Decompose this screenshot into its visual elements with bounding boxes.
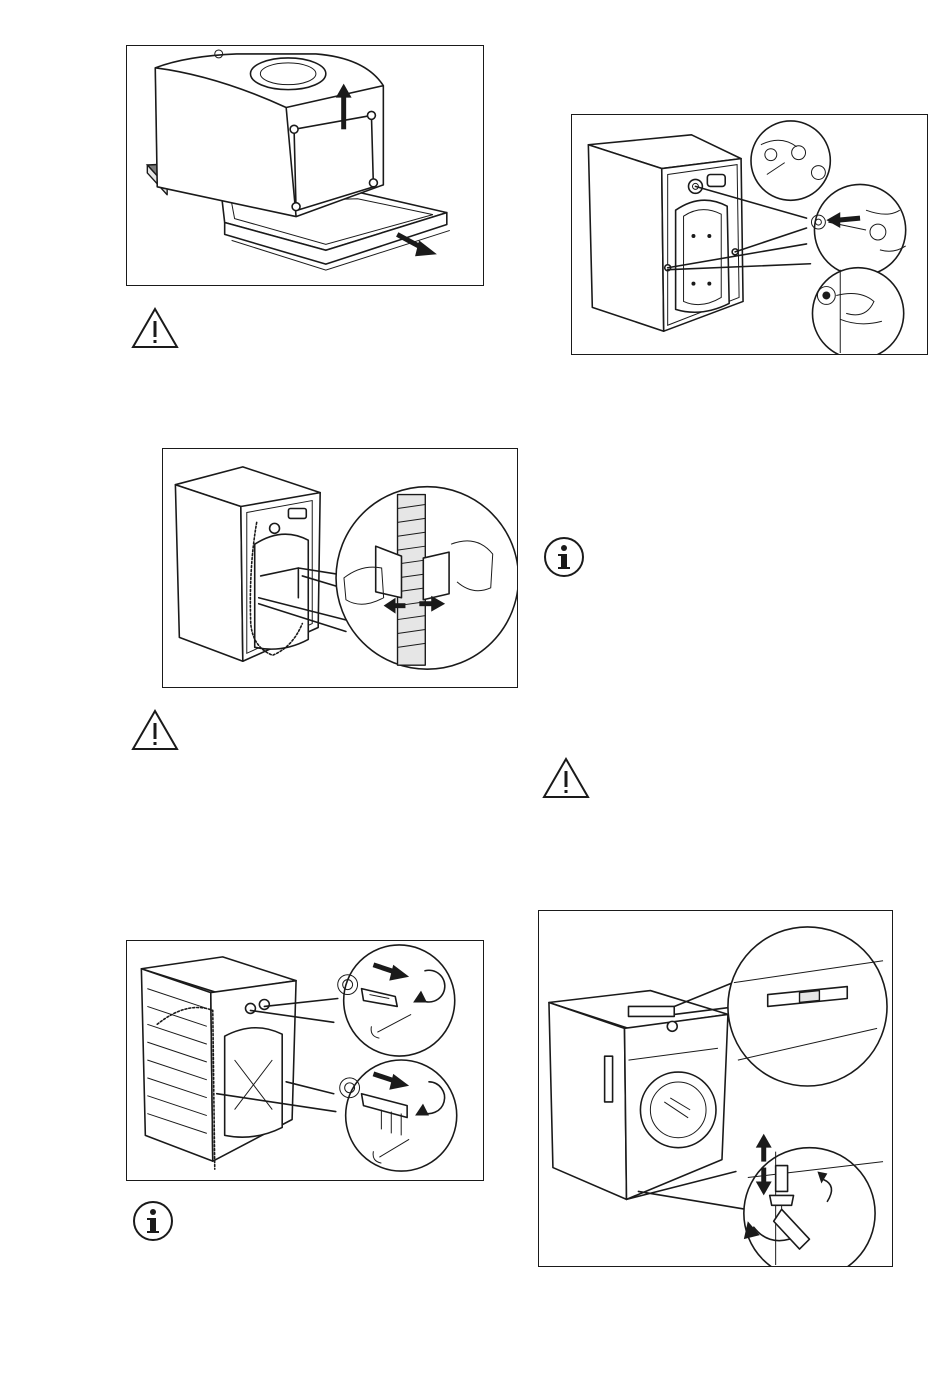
figure-rear-plugs [571,114,928,355]
warning-triangle-icon [541,756,591,800]
hose-clip-illustration [163,449,517,687]
figure-hose-clip [162,448,518,688]
warning-triangle-icon [130,306,180,350]
transit-bolts-illustration [127,941,483,1180]
rear-plugs-illustration [572,115,927,354]
info-circle-icon [132,1200,174,1242]
figure-leveling [538,910,893,1267]
figure-transit-bolts [126,940,484,1181]
packaging-removal-illustration [127,46,483,285]
info-circle-icon [543,536,585,578]
warning-triangle-icon [130,708,180,752]
leveling-feet-illustration [539,911,892,1266]
figure-packaging-removal [126,45,484,286]
